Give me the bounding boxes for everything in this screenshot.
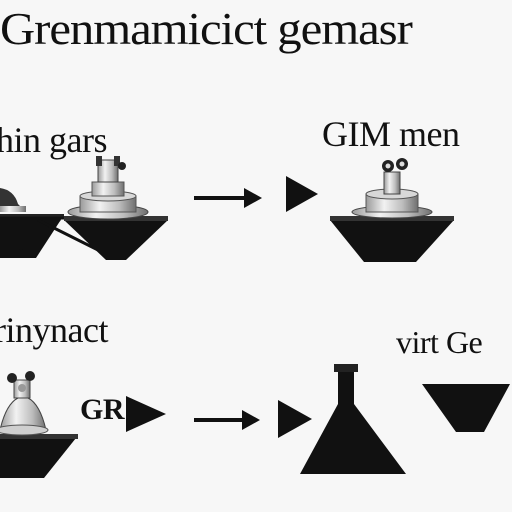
label-bottom-small: GR (80, 393, 125, 426)
apparatus-top-left (64, 156, 168, 260)
arrow-bottom-1 (194, 410, 260, 430)
label-top-right: GIM men (322, 114, 460, 154)
label-bottom-left: rinynact (0, 310, 108, 350)
arrow-top-2 (286, 176, 318, 212)
funnel-icon (422, 384, 510, 432)
apparatus-bottom-left (0, 371, 78, 478)
erlenmeyer-flask-icon (300, 364, 406, 474)
arrow-bottom-2 (278, 400, 312, 438)
label-bottom-right: virt Ge (396, 324, 483, 360)
platform-left-partial (0, 188, 64, 258)
arrow-bottom-0 (126, 396, 166, 432)
diagram-title: Grenmamicict gemasr (0, 3, 413, 54)
arrow-top-1 (194, 188, 262, 208)
label-top-left: hin gars (0, 120, 107, 160)
apparatus-top-right (330, 158, 454, 262)
